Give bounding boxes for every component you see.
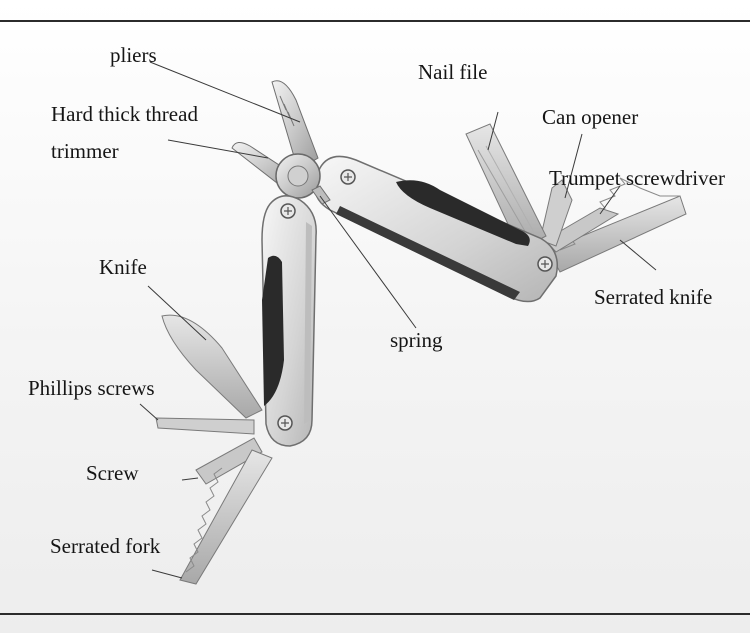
label-knife: Knife bbox=[99, 255, 147, 279]
phillips-screwdriver bbox=[155, 417, 255, 435]
leader-trumpet-screwdriver bbox=[599, 185, 621, 215]
leader-serrated-knife bbox=[619, 239, 657, 271]
pliers-pivot bbox=[275, 153, 321, 199]
leader-lines bbox=[139, 61, 657, 579]
label-phillips-screws: Phillips screws bbox=[28, 376, 155, 400]
leader-serrated-fork bbox=[151, 569, 183, 579]
screwdriver-blade bbox=[195, 437, 263, 485]
leader-nail-file bbox=[487, 111, 499, 151]
label-spring: spring bbox=[390, 328, 443, 352]
leader-phillips-screws bbox=[139, 403, 159, 421]
leader-spring bbox=[319, 195, 417, 329]
leader-knife bbox=[147, 285, 207, 341]
leader-pliers bbox=[149, 61, 301, 123]
top-border bbox=[0, 20, 750, 22]
leader-can-opener bbox=[564, 133, 583, 199]
label-can-opener: Can opener bbox=[542, 105, 639, 129]
spring bbox=[311, 185, 331, 205]
label-thread-trimmer-line1: Hard thick thread bbox=[51, 102, 198, 126]
label-trumpet-screwdriver: Trumpet screwdriver bbox=[549, 166, 725, 190]
leader-screw bbox=[181, 477, 199, 481]
label-pliers: pliers bbox=[110, 43, 157, 67]
bottom-border bbox=[0, 613, 750, 615]
serrated-knife-blade bbox=[547, 177, 687, 273]
label-serrated-fork: Serrated fork bbox=[50, 534, 161, 558]
label-nail-file: Nail file bbox=[418, 60, 488, 84]
serrated-fork-blade bbox=[179, 449, 273, 585]
knife-blade bbox=[161, 314, 263, 419]
leader-thread-trimmer bbox=[167, 139, 269, 159]
label-serrated-knife: Serrated knife bbox=[594, 285, 713, 309]
label-screw: Screw bbox=[86, 461, 139, 485]
label-thread-trimmer-line2: trimmer bbox=[51, 139, 119, 163]
lower-handle bbox=[261, 195, 317, 447]
